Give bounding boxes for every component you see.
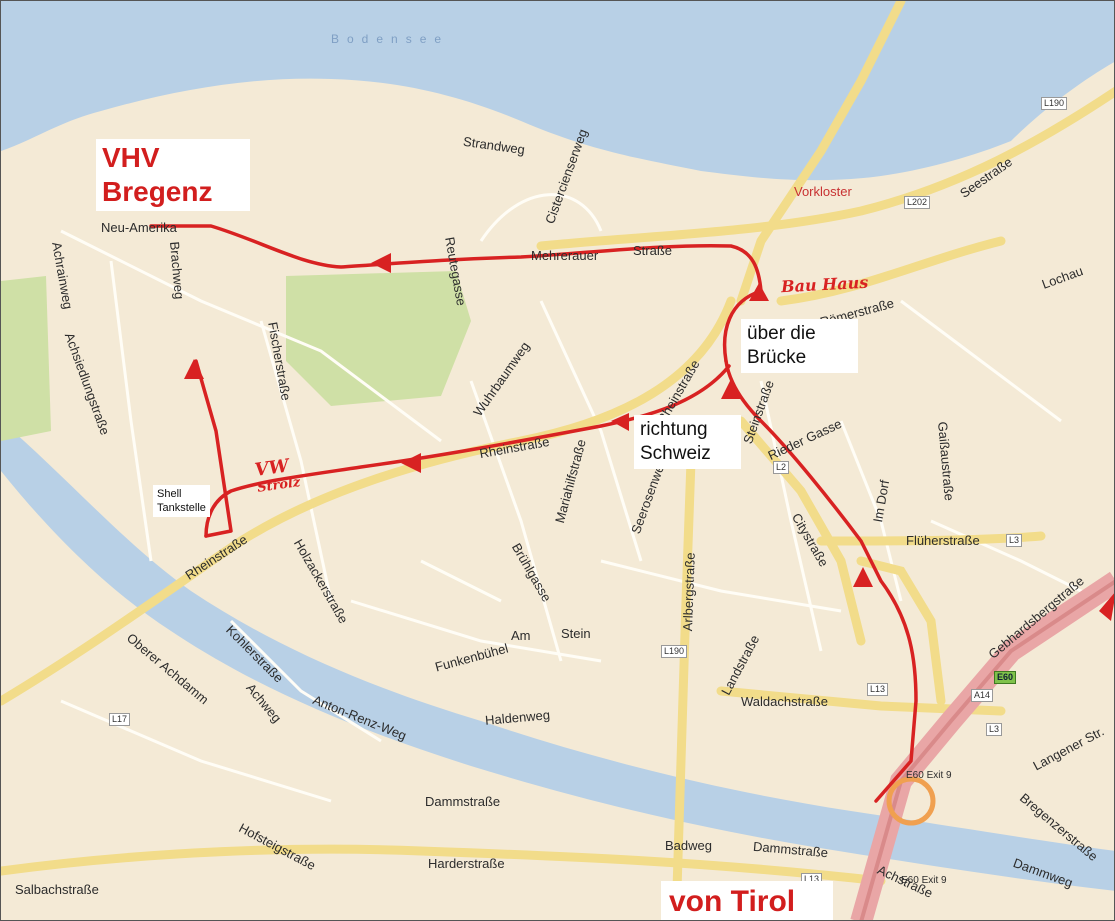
street-label: Straße xyxy=(633,243,673,258)
road-shield: L17 xyxy=(109,713,131,726)
route-to-shell xyxy=(194,359,233,538)
arrow-bauhaus xyxy=(749,283,769,301)
route-bridge-up xyxy=(722,289,763,363)
park-area xyxy=(286,271,471,406)
callout-line2: Schweiz xyxy=(640,443,711,464)
street-label: Harderstraße xyxy=(428,856,505,871)
lake-bodensee xyxy=(1,1,1114,181)
arrow-motorway xyxy=(1099,593,1114,621)
street-label: Vorkloster xyxy=(794,184,852,199)
interchange-ring xyxy=(886,776,936,826)
road-shield: L3 xyxy=(986,723,1003,736)
ueber-die-bruecke-callout: über die Brücke xyxy=(741,319,858,373)
callout-line2: Brücke xyxy=(747,347,807,368)
road-shield: L202 xyxy=(904,196,931,209)
shell-line1: Shell xyxy=(157,488,182,500)
street-label: Am xyxy=(511,628,531,643)
road-shield: L190 xyxy=(661,645,688,658)
shell-line2: Tankstelle xyxy=(157,502,206,514)
road-shield: L190 xyxy=(1041,97,1068,110)
arrow-shell-north xyxy=(184,359,204,379)
road-harder xyxy=(1,844,886,886)
route-bridge-mehrerau xyxy=(149,224,763,293)
street-label: Salbachstraße xyxy=(15,882,99,897)
road-shield: L2 xyxy=(773,461,790,474)
arrow-richtung xyxy=(611,413,629,431)
street-label: E60 Exit 9 xyxy=(906,770,952,781)
road-shield: L3 xyxy=(1006,534,1023,547)
arrow-mehrerau xyxy=(371,253,391,273)
street-label: E60 Exit 9 xyxy=(901,875,947,886)
vhv-title-line1: VHV xyxy=(102,142,160,173)
arrow-rheinstrasse xyxy=(401,453,421,473)
road-arlberg xyxy=(671,456,696,920)
motorway-a14-core xyxy=(859,579,1114,920)
vw-strolz-label: VW Strolz xyxy=(253,455,302,498)
road-roemer xyxy=(776,236,1006,306)
road-shield: E60 xyxy=(994,671,1017,684)
vhv-title-line2: Bregenz xyxy=(102,176,213,207)
river-ach xyxy=(1,421,1114,891)
street-label: Stein xyxy=(561,626,591,641)
street-label: Mehrerauer xyxy=(531,248,599,263)
route-from-tirol xyxy=(724,359,918,803)
street-label: Flüherstraße xyxy=(906,533,980,548)
road-seestrasse xyxy=(536,86,1114,251)
street-label: Waldachstraße xyxy=(741,694,828,709)
callout-line1: über die xyxy=(747,323,816,344)
arrow-bridge xyxy=(721,379,741,399)
park-area-left xyxy=(1,276,51,441)
von-tirol-label: von Tirol xyxy=(661,881,833,920)
shell-label: Shell Tankstelle xyxy=(153,485,210,517)
lake-label: Bodensee xyxy=(331,32,450,46)
street-label: Dammstraße xyxy=(425,794,501,809)
vhv-title: VHV Bregenz xyxy=(96,139,250,211)
arrow-tirol xyxy=(853,567,873,587)
road-rheinstrasse xyxy=(1,296,736,706)
road-citystrasse xyxy=(736,416,866,646)
richtung-schweiz-callout: richtung Schweiz xyxy=(634,415,741,469)
street-label: Neu-Amerika xyxy=(101,220,177,235)
street-label: Badweg xyxy=(665,838,712,853)
street-label: Arlbergstraße xyxy=(680,552,698,632)
road-shield: A14 xyxy=(971,689,994,702)
road-shield: L13 xyxy=(867,683,889,696)
callout-line1: richtung xyxy=(640,419,708,440)
road-l13 xyxy=(856,556,946,706)
